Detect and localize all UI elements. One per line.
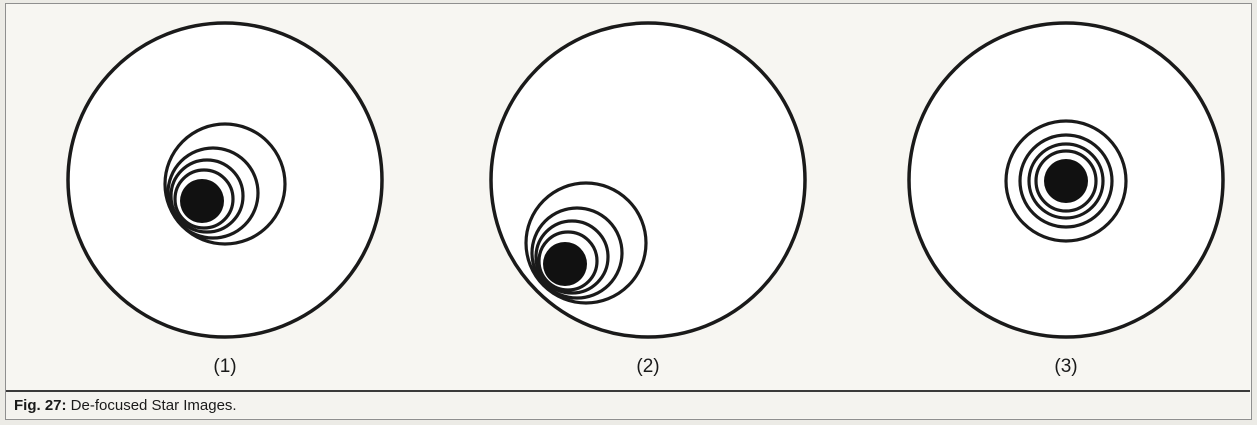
figure-caption: Fig. 27: De-focused Star Images. — [6, 390, 1250, 418]
panel-label: (3) — [1054, 356, 1077, 377]
star-core — [1044, 159, 1088, 203]
panel-1: (1) — [68, 23, 382, 377]
star-core — [543, 242, 587, 286]
panel-label: (2) — [636, 356, 659, 377]
panel-3: (3) — [909, 23, 1223, 377]
panel-2: (2) — [491, 23, 805, 377]
caption-text: De-focused Star Images. — [67, 397, 237, 414]
panel-label: (1) — [213, 356, 236, 377]
star-core — [180, 179, 224, 223]
outer-aperture-circle — [491, 23, 805, 337]
caption-prefix: Fig. 27: — [14, 397, 67, 414]
